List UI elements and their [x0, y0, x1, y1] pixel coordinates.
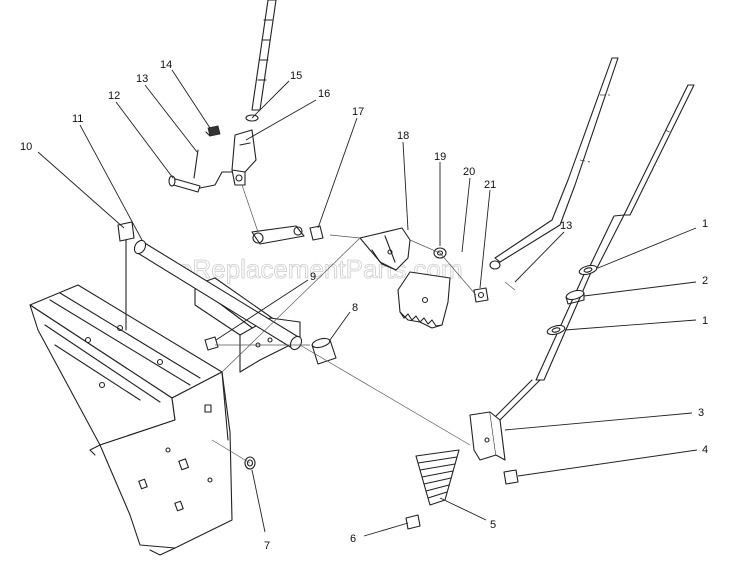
callout-11: 11	[72, 113, 83, 125]
callout-14: 14	[160, 59, 172, 71]
clevis-pin	[168, 149, 233, 193]
clip	[205, 125, 221, 137]
linkage-arm	[241, 184, 305, 245]
callout-7: 7	[264, 540, 270, 552]
control-rod-upper	[245, 0, 277, 122]
control-cable-upper	[489, 57, 619, 270]
nut-21	[473, 287, 489, 303]
callout-13-upper: 13	[136, 73, 148, 85]
callout-2: 2	[702, 275, 708, 287]
callout-18: 18	[397, 130, 409, 142]
washer-1-upper	[578, 264, 598, 276]
callout-10: 10	[20, 141, 32, 153]
callout-17: 17	[352, 106, 364, 118]
spacer	[311, 337, 337, 365]
nut-17	[309, 225, 324, 241]
callout-12: 12	[108, 90, 120, 102]
callout-16: 16	[318, 88, 330, 100]
assembly-lines	[211, 234, 516, 464]
nut-9	[204, 336, 219, 351]
callout-4: 4	[702, 444, 708, 456]
clevis-yoke	[231, 129, 257, 186]
callout-15: 15	[290, 70, 302, 82]
compression-spring	[415, 449, 460, 506]
nut-4	[503, 469, 519, 485]
callout-9: 9	[310, 271, 316, 283]
callout-6: 6	[350, 533, 356, 545]
nut-6	[405, 514, 421, 530]
washer-1-lower	[546, 324, 566, 336]
detent-plate	[397, 271, 451, 329]
rod-bracket	[469, 411, 506, 461]
leader-lines	[37, 69, 698, 537]
frame-panel	[29, 284, 233, 556]
callout-1-upper: 1	[702, 218, 708, 230]
cable-bracket	[359, 227, 411, 271]
callout-13-right: 13	[560, 220, 572, 232]
bushing-2	[565, 289, 585, 305]
callout-20: 20	[463, 166, 475, 178]
callout-5: 5	[490, 519, 496, 531]
callout-labels: 10 11 12 13 14 15 16 17 18 19 20 21 13 1…	[20, 59, 708, 552]
pivot-shaft	[133, 239, 303, 351]
callout-19: 19	[434, 151, 446, 163]
callout-3: 3	[698, 407, 704, 419]
control-rod-right	[493, 84, 695, 421]
callout-21: 21	[484, 179, 496, 191]
callout-8: 8	[352, 302, 358, 314]
callout-1-lower: 1	[702, 315, 708, 327]
